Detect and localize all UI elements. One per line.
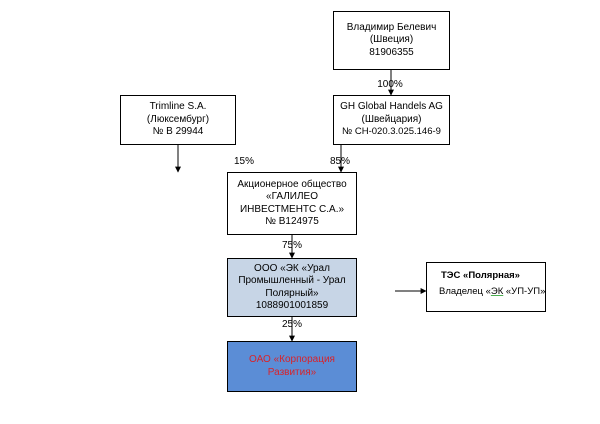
node-ooo-ek-ural: ООО «ЭК «Урал Промышленный - Урал Полярн… bbox=[227, 258, 357, 317]
node-galileo: Акционерное общество «ГАЛИЛЕО ИНВЕСТМЕНТ… bbox=[227, 172, 357, 235]
node-belevich-line: Владимир Белевич bbox=[346, 21, 437, 33]
node-gh-global-handels: GH Global Handels AG (Швейцария) № CH-02… bbox=[333, 95, 450, 145]
side-note-title: ТЭС «Полярная» bbox=[441, 270, 520, 281]
node-belevich-line: 81906355 bbox=[369, 46, 414, 58]
node-galileo-line: «ГАЛИЛЕО bbox=[266, 191, 318, 202]
node-oao-line: ОАО «Корпорация bbox=[249, 354, 335, 365]
node-ooo-line: Полярный» bbox=[265, 287, 319, 299]
node-gh-line: № CH-020.3.025.146-9 bbox=[342, 126, 441, 138]
edge-label-galileo-ooo: 75% bbox=[281, 240, 302, 251]
node-oao-line: Развития» bbox=[267, 366, 317, 378]
node-oao-korporaciya: ОАО «Корпорация Развития» bbox=[227, 341, 357, 392]
node-trimline-line: (Люксембург) bbox=[146, 113, 210, 125]
node-ooo-line: 1088901001859 bbox=[255, 300, 329, 311]
side-note-prefix: Владелец « bbox=[439, 286, 491, 297]
node-trimline-line: Trimline S.A. bbox=[149, 101, 207, 113]
node-trimline: Trimline S.A. (Люксембург) № B 29944 bbox=[120, 95, 236, 145]
node-galileo-line: ИНВЕСТМЕНТС С.А.» bbox=[239, 203, 345, 215]
node-galileo-line: Акционерное общество bbox=[237, 178, 347, 190]
edge-label-belevich-gh: 100% bbox=[377, 79, 403, 90]
node-gh-line: GH Global Handels AG bbox=[340, 101, 443, 113]
side-note-suffix: «УП-УП» bbox=[503, 286, 546, 297]
edge-label-ooo-oao: 25% bbox=[281, 319, 302, 330]
side-note-underlined: ЭК bbox=[490, 286, 504, 297]
node-ooo-line: ООО «ЭК «Урал bbox=[254, 262, 330, 274]
node-gh-line: (Швейцария) bbox=[361, 113, 422, 125]
edge-label-gh-galileo: 85% bbox=[329, 156, 350, 167]
edge-label-trimline-galileo: 15% bbox=[233, 156, 254, 167]
node-belevich: Владимир Белевич (Швеция) 81906355 bbox=[333, 11, 450, 70]
side-note-tes: ТЭС «Полярная» Владелец «ЭК «УП-УП» bbox=[426, 262, 546, 312]
node-galileo-line: № B124975 bbox=[265, 216, 319, 227]
node-belevich-line: (Швеция) bbox=[369, 34, 414, 46]
node-trimline-line: № B 29944 bbox=[152, 126, 204, 138]
side-note-body: Владелец «ЭК «УП-УП» bbox=[439, 286, 545, 297]
node-ooo-line: Промышленный - Урал bbox=[238, 275, 346, 286]
